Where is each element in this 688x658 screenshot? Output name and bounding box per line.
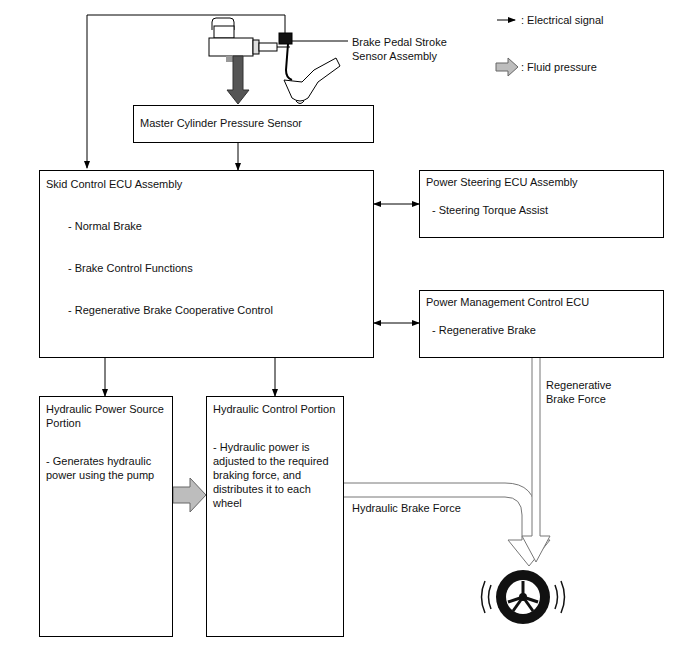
box-item: - Hydraulic power is adjusted to the req…: [213, 440, 337, 510]
signal-wire: [87, 15, 285, 168]
box-title: Hydraulic Control Portion: [213, 402, 337, 416]
process-box: Power Steering ECU Assembly - Steering To…: [419, 170, 664, 238]
process-box: Hydraulic Control Portion - Hydraulic pow…: [206, 396, 344, 637]
callout-label: Brake Pedal Stroke Sensor Assembly: [352, 35, 472, 63]
box-title: Power Steering ECU Assembly: [426, 175, 655, 189]
box-item: - Brake Control Functions: [68, 261, 365, 275]
signal-arrow: [275, 358, 276, 396]
box-title: Power Management Control ECU: [426, 295, 655, 309]
box-item: - Generates hydraulic power using the pu…: [46, 454, 166, 482]
hydraulic-brake-force-arrow: [343, 483, 550, 566]
process-box: Master Cylinder Pressure Sensor: [133, 105, 374, 143]
box-title: Hydraulic Power Source Portion: [46, 402, 166, 430]
wheel-icon: [482, 570, 565, 624]
leader-line: [292, 41, 348, 42]
master-cylinder-illustration: [209, 18, 340, 109]
process-box: Skid Control ECU Assembly - Normal Brake -…: [39, 170, 374, 358]
fluid-pressure-arrow: [227, 56, 249, 104]
box-item: - Regenerative Brake Cooperative Control: [68, 303, 365, 317]
fluid-pressure-arrow: [173, 478, 206, 512]
legend-text: : Electrical signal: [521, 13, 604, 27]
signal-arrow: [374, 204, 419, 205]
box-title: Skid Control ECU Assembly: [46, 177, 365, 191]
process-box: Power Management Control ECU - Regenerati…: [419, 290, 664, 358]
signal-arrow: [105, 358, 106, 396]
legend-fluid-sample: [496, 58, 518, 76]
legend-electrical-sample: [497, 20, 515, 21]
process-box: Hydraulic Power Source Portion - Generate…: [39, 396, 173, 637]
signal-arrow: [374, 323, 419, 324]
callout-label: Hydraulic Brake Force: [352, 501, 461, 515]
callout-label: Regenerative Brake Force: [546, 378, 636, 406]
box-item: - Normal Brake: [68, 219, 365, 233]
box-item: - Regenerative Brake: [432, 323, 655, 337]
box-item: - Steering Torque Assist: [432, 203, 655, 217]
box-title: Master Cylinder Pressure Sensor: [140, 116, 365, 130]
legend-text: : Fluid pressure: [521, 60, 597, 74]
signal-arrow: [238, 143, 239, 170]
